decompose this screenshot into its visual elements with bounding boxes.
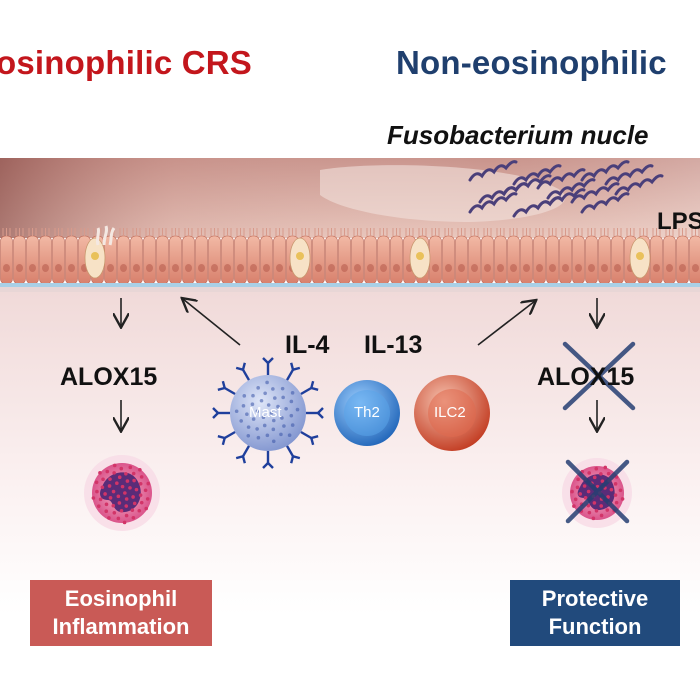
gene-alox15-right: ALOX15 <box>537 363 635 391</box>
mast-cell <box>212 357 324 469</box>
eosinophil-left <box>84 455 160 531</box>
box-eosinophil-inflammation: Eosinophil Inflammation <box>30 580 212 646</box>
bacteria-label: Fusobacterium nucle <box>387 120 649 150</box>
cytokine-il13: IL-13 <box>364 331 423 359</box>
mast-cell-label: Mast <box>249 404 282 421</box>
box-right-line1: Protective <box>541 586 649 611</box>
ilc2-cell-label: ILC2 <box>434 404 466 421</box>
title-non-eosinophilic: Non-eosinophilic <box>396 44 667 81</box>
th2-cell-label: Th2 <box>354 404 380 421</box>
inhibition-x-alox15 <box>562 341 636 411</box>
box-left-line2: Inflammation <box>52 614 190 639</box>
arrow-to-right-epithelium <box>477 301 535 346</box>
lps-label: LPS <box>657 208 700 235</box>
box-right-line2: Function <box>548 614 642 639</box>
gene-alox15-left: ALOX15 <box>60 363 158 391</box>
title-eosinophilic: osinophilic CRS <box>0 44 253 81</box>
inhibition-x-eosinophil <box>565 459 630 524</box>
arrow-to-left-epithelium <box>183 299 241 346</box>
box-protective-function: Protective Function <box>510 580 680 646</box>
box-left-line1: Eosinophil <box>64 586 178 611</box>
cytokine-il4: IL-4 <box>285 331 330 359</box>
